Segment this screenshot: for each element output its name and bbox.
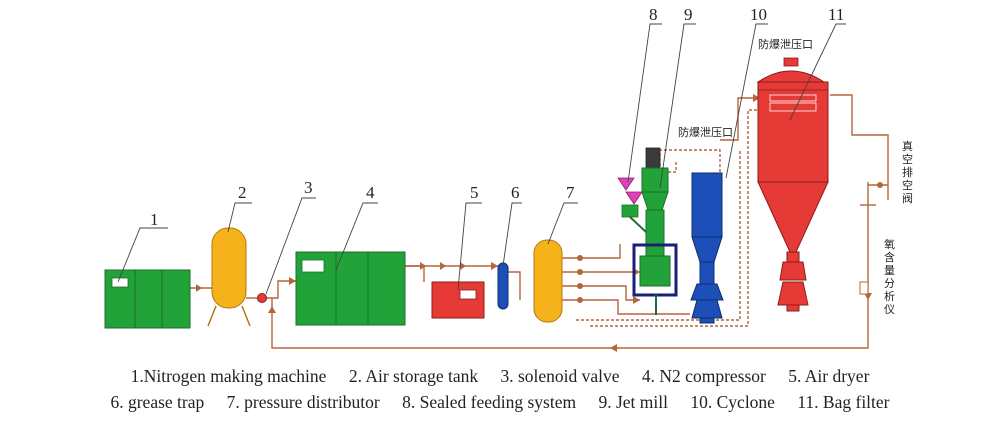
legend-item: 4. N2 compressor (641, 366, 766, 386)
valves (196, 182, 883, 303)
label-6: 6 (511, 183, 520, 202)
legend-item: 11. Bag filter (797, 392, 890, 412)
legend-item: 5. Air dryer (788, 366, 870, 386)
sealed-feeding-system (617, 177, 647, 233)
nitrogen-making-machine (104, 269, 191, 329)
vacuum-valve-label: 真空排空阀 (902, 139, 913, 205)
cyclone (690, 172, 724, 324)
label-1: 1 (150, 210, 159, 229)
vent-label-mid: 防爆泄压口 (678, 125, 733, 139)
air-storage-tank (207, 227, 251, 327)
leader-lines (117, 23, 846, 295)
label-2: 2 (238, 183, 247, 202)
legend-row-2: 6. grease trap 7. pressure distributor 8… (0, 392, 1000, 413)
solenoid-valve (257, 293, 267, 303)
vent-label-top: 防爆泄压口 (758, 37, 813, 51)
legend-item: 9. Jet mill (598, 392, 668, 412)
label-5: 5 (470, 183, 479, 202)
legend-item: 7. pressure distributor (226, 392, 380, 412)
legend-item: 2. Air storage tank (348, 366, 479, 386)
label-9: 9 (684, 5, 693, 24)
grease-trap (497, 262, 509, 310)
reference-numbers: 1 2 3 4 5 6 7 8 9 10 11 (150, 5, 844, 229)
jet-mill (632, 147, 678, 315)
label-3: 3 (304, 178, 313, 197)
bag-filter (756, 57, 829, 312)
label-11: 11 (828, 5, 844, 24)
legend-item: 10. Cyclone (690, 392, 775, 412)
process-flow-diagram: 1 2 3 4 5 6 7 8 9 10 11 防爆泄压口 防爆泄压口 真空排空… (104, 5, 913, 352)
chinese-annotations: 防爆泄压口 防爆泄压口 真空排空阀 氧含量分析仪 (678, 37, 913, 316)
n2-compressor (295, 251, 406, 326)
legend-item: 8. Sealed feeding system (402, 392, 577, 412)
pressure-distributor (533, 239, 563, 323)
label-8: 8 (649, 5, 658, 24)
legend-item: 1.Nitrogen making machine (130, 366, 327, 386)
label-7: 7 (566, 183, 575, 202)
legend-item: 3. solenoid valve (500, 366, 620, 386)
legend-item: 6. grease trap (110, 392, 205, 412)
label-10: 10 (750, 5, 767, 24)
label-4: 4 (366, 183, 375, 202)
oxygen-analyzer-label: 氧含量分析仪 (884, 237, 895, 316)
legend-row-1: 1.Nitrogen making machine 2. Air storage… (0, 366, 1000, 387)
